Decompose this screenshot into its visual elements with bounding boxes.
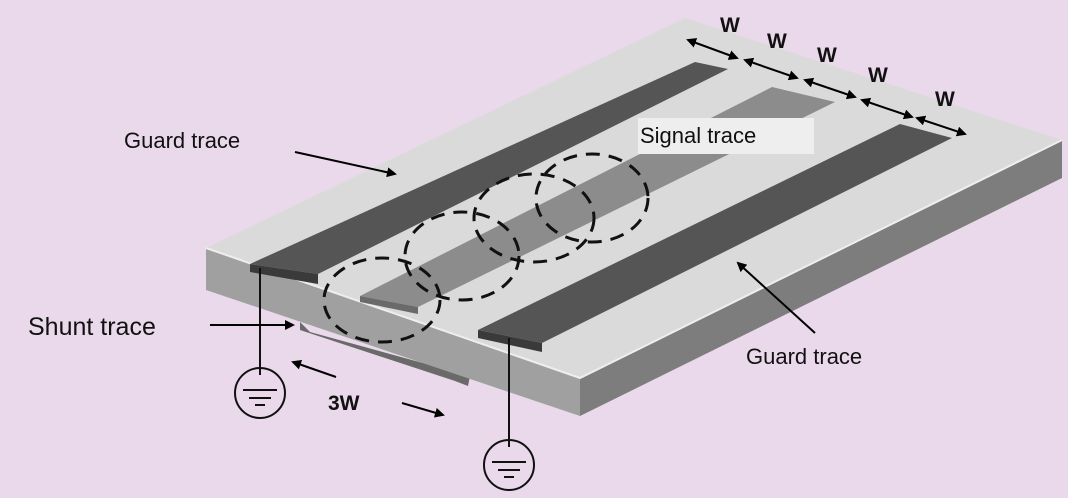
guard-trace-bottom-label: Guard trace (746, 344, 862, 369)
callout-arrows (210, 151, 816, 334)
width-dimension-arrows (686, 38, 967, 137)
ground-symbol-icon (483, 439, 535, 491)
width-label-1: W (720, 14, 740, 37)
board-side-face (580, 140, 1062, 416)
guard-top-pointer (294, 151, 397, 178)
width-label-5: W (935, 88, 955, 111)
ground-left (234, 268, 286, 419)
guard-bottom-pointer (736, 261, 816, 334)
signal-label-box (638, 118, 814, 154)
spacing-arrows (291, 359, 445, 418)
shunt-trace-label: Shunt trace (28, 313, 156, 341)
field-lines (322, 152, 650, 344)
guard-trace-back (250, 62, 728, 284)
width-label-2: W (767, 30, 787, 53)
ground-right (483, 338, 535, 491)
ground-symbol-icon (234, 367, 286, 419)
width-label-3: W (817, 44, 837, 67)
width-label-4: W (868, 64, 888, 87)
board-front-face (206, 248, 580, 416)
guard-trace-top-label: Guard trace (124, 128, 240, 153)
board-top-edge (205, 139, 1063, 380)
spacing-label: 3W (328, 392, 360, 415)
shunt-trace (300, 322, 470, 386)
signal-trace-label: Signal trace (640, 123, 756, 148)
